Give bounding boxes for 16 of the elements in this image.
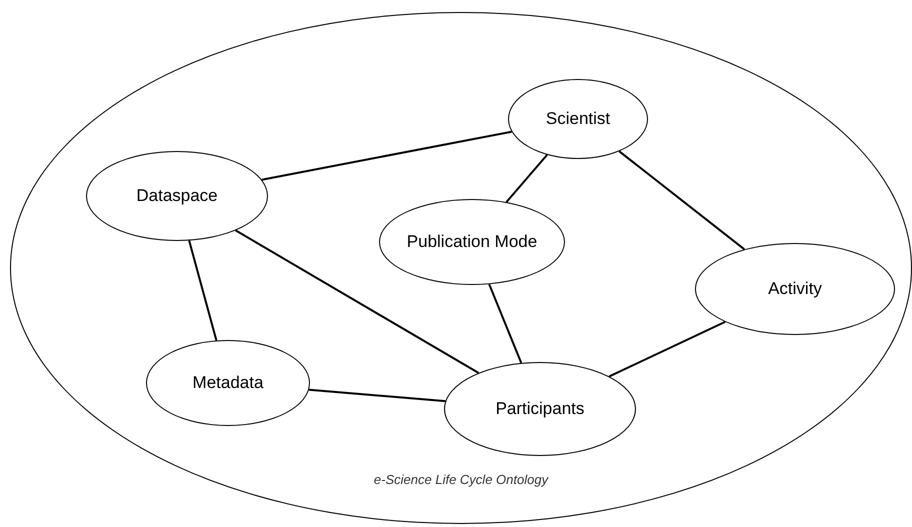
concept-label: Activity [768,279,822,299]
ontology-ellipse [10,12,912,524]
connector-line [608,321,726,378]
concept-label: Participants [496,399,584,419]
concept-label: Metadata [192,373,264,393]
connector-line [188,240,218,341]
connector-line [308,388,446,402]
ontology-title: e-Science Life Cycle Ontology [374,472,548,487]
concept-label: Dataspace [136,186,218,206]
connector-line [262,130,512,181]
connector-line [506,154,548,203]
connector-line [488,284,522,364]
connector-line [618,150,745,250]
concept-label: Scientist [546,109,610,129]
concept-label: Publication Mode [406,232,538,252]
connector-line [235,230,479,374]
